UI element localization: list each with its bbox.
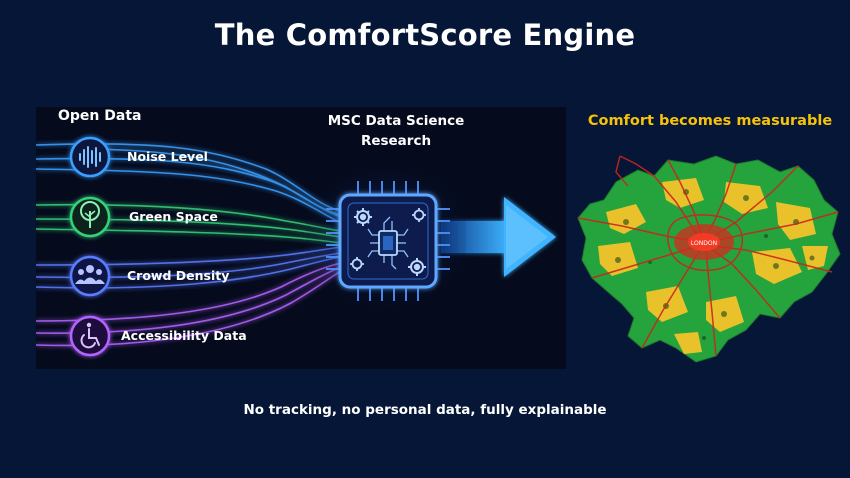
footer-tagline: No tracking, no personal data, fully exp… — [243, 402, 607, 418]
noise-icon-badge — [69, 136, 111, 178]
processor-chip — [306, 167, 466, 307]
map-heading: Comfort becomes measurable — [587, 113, 833, 129]
gear-icon — [408, 258, 426, 276]
gear-icon — [412, 208, 426, 222]
research-heading: MSC Data Science Research — [327, 113, 465, 149]
data-flow-panel: Open Data MSC Data Science Research Nois… — [36, 107, 566, 369]
wheelchair-icon — [80, 322, 100, 349]
crowd-density-icon-badge — [69, 255, 111, 297]
london-comfort-map: LONDON — [577, 155, 841, 363]
data-flow-diagram — [36, 136, 556, 357]
page-title: The ComfortScore Engine — [214, 18, 636, 52]
people-icon — [75, 265, 105, 284]
map-label-london: LONDON — [691, 240, 717, 247]
tree-icon — [80, 201, 100, 228]
gear-icon — [354, 208, 372, 226]
source-label-accessibility: Accessibility Data — [121, 328, 247, 343]
sound-wave-icon — [79, 146, 101, 168]
source-label-green-space: Green Space — [129, 209, 218, 224]
gear-icon — [350, 257, 364, 271]
source-label-noise: Noise Level — [127, 149, 208, 164]
accessibility-icon-badge — [69, 315, 111, 357]
green-space-icon-badge — [69, 196, 111, 238]
open-data-heading: Open Data — [58, 108, 142, 124]
output-arrow — [441, 197, 556, 277]
source-label-crowd-density: Crowd Density — [127, 268, 230, 283]
map-speckle — [615, 189, 815, 340]
